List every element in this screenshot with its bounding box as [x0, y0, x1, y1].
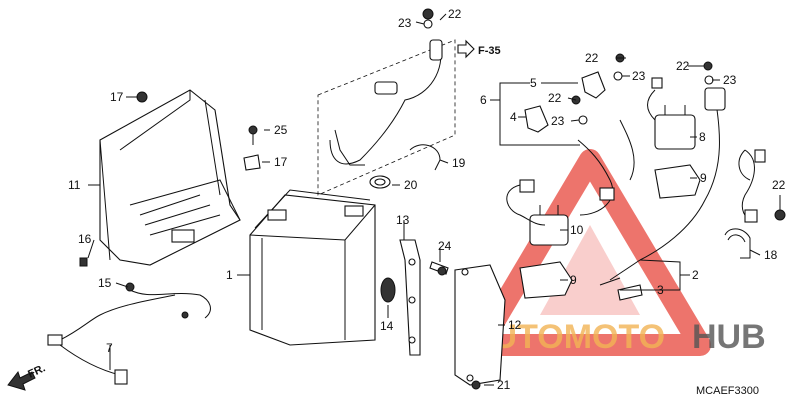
- relay-cap-5: [581, 71, 606, 99]
- relay-cover-9-top: [654, 164, 701, 199]
- callout-18: 18: [764, 248, 778, 262]
- callout-23b: 23: [632, 69, 646, 83]
- relay-cover-9-bottom: [519, 261, 573, 299]
- callout-10: 10: [570, 223, 584, 237]
- cable-group-box: [317, 39, 456, 196]
- ground-cable: [47, 282, 211, 385]
- relay-cap-4: [524, 105, 549, 133]
- callout-19: 19: [452, 156, 466, 170]
- battery-bracket: [399, 239, 421, 356]
- callout-20: 20: [404, 178, 418, 192]
- callout-14: 14: [380, 319, 394, 333]
- clamp-19-20: [369, 144, 441, 189]
- callout-5: 5: [530, 76, 537, 90]
- callout-6: 6: [480, 93, 487, 107]
- callout-9b: 9: [570, 273, 577, 287]
- bolt-21: [471, 380, 481, 390]
- callout-3: 3: [657, 283, 664, 297]
- battery: [249, 189, 376, 346]
- callouts: 1 2 3 4 5 6 7 8 9 9 10 11 12 13 14 15 16…: [68, 7, 786, 392]
- relay-wiring: [506, 77, 766, 286]
- callout-25: 25: [274, 123, 288, 137]
- clamp-18: [724, 228, 751, 259]
- callout-23a: 23: [398, 16, 412, 30]
- callout-22a: 22: [448, 7, 462, 21]
- callout-7: 7: [106, 341, 113, 355]
- side-plate: [454, 264, 506, 386]
- f35-label: F-35: [478, 45, 501, 57]
- f35-reference: F-35: [457, 39, 501, 59]
- grommet-17: [136, 91, 261, 171]
- callout-4: 4: [510, 110, 517, 124]
- front-label: FR.: [26, 362, 47, 380]
- callout-23d: 23: [551, 114, 565, 128]
- callout-15: 15: [98, 276, 112, 290]
- callout-22c: 22: [676, 59, 690, 73]
- callout-8: 8: [699, 130, 706, 144]
- callout-9a: 9: [700, 171, 707, 185]
- bolt-24: [429, 261, 449, 276]
- grommet: [380, 277, 396, 303]
- terminal-3: [617, 284, 643, 301]
- callout-23c: 23: [723, 73, 737, 87]
- callout-22e: 22: [772, 178, 786, 192]
- callout-22b: 22: [585, 51, 599, 65]
- bolt-25: [248, 125, 258, 145]
- callout-17a: 17: [110, 90, 124, 104]
- leader-lines: [87, 13, 781, 386]
- callout-1: 1: [226, 268, 233, 282]
- nut-22-top: [422, 8, 434, 29]
- callout-11: 11: [68, 178, 81, 192]
- front-arrow: FR.: [7, 362, 47, 391]
- callout-24: 24: [438, 239, 452, 253]
- callout-21: 21: [497, 378, 511, 392]
- callout-13: 13: [396, 213, 410, 227]
- callout-2: 2: [692, 268, 699, 282]
- callout-16: 16: [78, 232, 92, 246]
- battery-box: [79, 89, 241, 267]
- diagram-code: MCAEF3300: [696, 385, 759, 397]
- watermark-hub: HUB: [692, 318, 766, 356]
- callout-22d: 22: [548, 91, 562, 105]
- callout-17b: 17: [274, 155, 288, 169]
- starter-relay-8: [654, 105, 696, 150]
- callout-12: 12: [508, 318, 522, 332]
